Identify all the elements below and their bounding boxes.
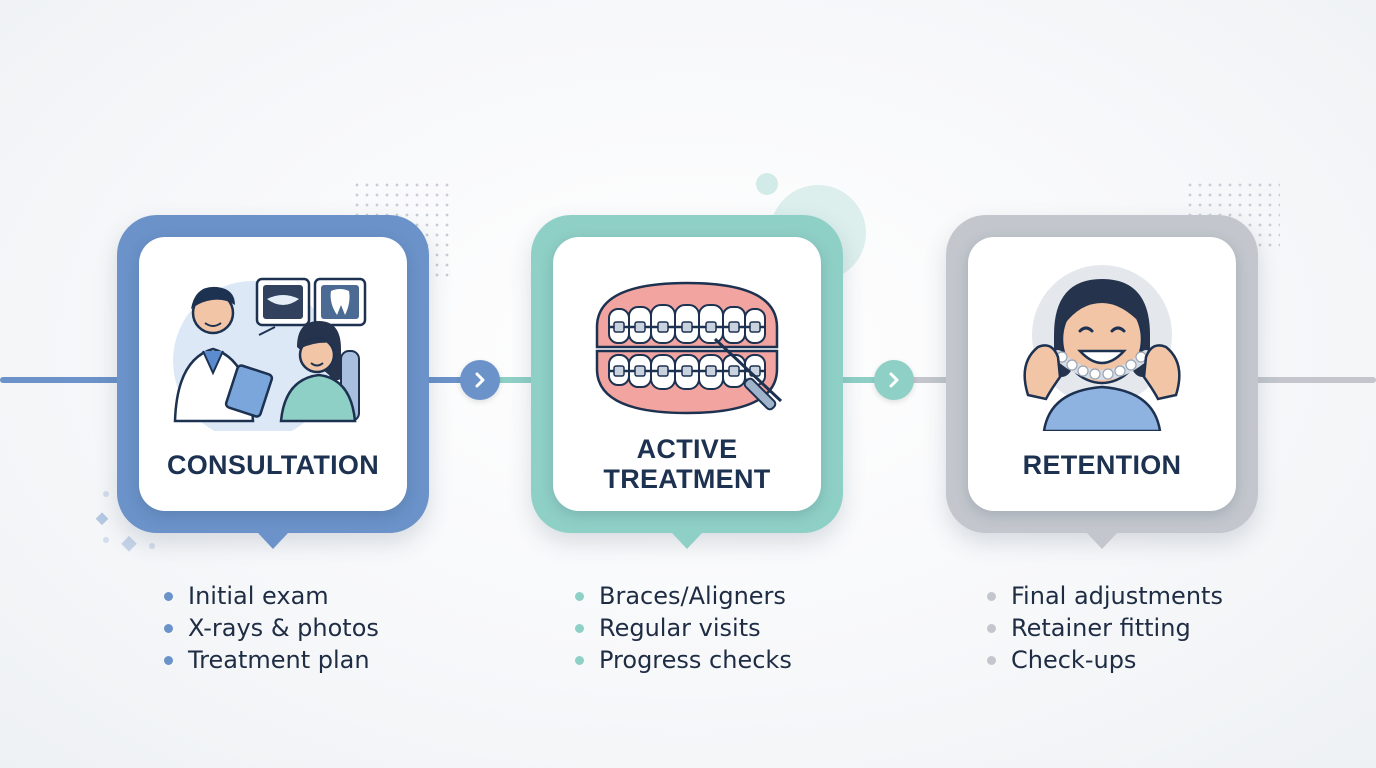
chevron-right-icon: [475, 372, 485, 388]
list-item: X-rays & photos: [164, 612, 379, 644]
bullet-dot: [575, 623, 584, 633]
stage-card-retention[interactable]: RETENTION: [968, 237, 1236, 511]
list-item-text: Check-ups: [1011, 646, 1137, 674]
arrow-active-to-retention[interactable]: [874, 360, 914, 400]
connector-1-2a: [420, 377, 480, 383]
braces-teeth-icon: [595, 281, 783, 415]
retainer-smile-icon: [1023, 265, 1181, 431]
list-item: Retainer fitting: [987, 612, 1223, 644]
dentist-consultation-icon: [173, 277, 367, 431]
list-item-text: Braces/Aligners: [599, 582, 786, 610]
list-item-text: Final adjustments: [1011, 582, 1223, 610]
list-item: Braces/Aligners: [575, 580, 792, 612]
list-item: Regular visits: [575, 612, 792, 644]
list-item-text: Initial exam: [188, 582, 329, 610]
bullet-list-retention: Final adjustments Retainer fitting Check…: [987, 580, 1223, 676]
list-item: Treatment plan: [164, 644, 379, 676]
bullet-dot: [987, 591, 996, 601]
connector-right: [1240, 377, 1376, 383]
bullet-dot: [575, 591, 584, 601]
list-item-text: Treatment plan: [188, 646, 370, 674]
connector-left: [0, 377, 135, 383]
stage-title-consultation: CONSULTATION: [166, 450, 380, 480]
stage-title-active-treatment-line2: TREATMENT: [603, 464, 771, 494]
bullet-list-consultation: Initial exam X-rays & photos Treatment p…: [164, 580, 379, 676]
stage-title-retention: RETENTION: [1022, 450, 1182, 480]
stage-title-active-treatment-line1: ACTIVE: [636, 434, 738, 464]
stage-card-active-treatment[interactable]: ACTIVE TREATMENT: [553, 237, 821, 511]
bullet-dot: [164, 655, 173, 665]
bullet-dot: [164, 591, 173, 601]
stage-frame-retention: RETENTION: [946, 215, 1258, 549]
bullet-dot: [987, 623, 996, 633]
list-item-text: X-rays & photos: [188, 614, 379, 642]
chevron-right-icon: [889, 372, 899, 388]
list-item-text: Progress checks: [599, 646, 792, 674]
bullet-dot: [575, 655, 584, 665]
connector-2-3a: [830, 377, 895, 383]
stage-frame-consultation: CONSULTATION: [117, 215, 429, 549]
connector-1-2b: [480, 377, 550, 383]
list-item-text: Regular visits: [599, 614, 761, 642]
stage-frame-active-treatment: ACTIVE TREATMENT: [531, 215, 843, 549]
arrow-consultation-to-active[interactable]: [460, 360, 500, 400]
list-item: Check-ups: [987, 644, 1223, 676]
bullet-list-active-treatment: Braces/Aligners Regular visits Progress …: [575, 580, 792, 676]
bullet-dot: [987, 655, 996, 665]
decor-bubble-small: [756, 173, 778, 195]
list-item: Final adjustments: [987, 580, 1223, 612]
connector-2-3b: [895, 377, 965, 383]
list-item: Progress checks: [575, 644, 792, 676]
list-item-text: Retainer fitting: [1011, 614, 1191, 642]
list-item: Initial exam: [164, 580, 379, 612]
bullet-dot: [164, 623, 173, 633]
stage-card-consultation[interactable]: CONSULTATION: [139, 237, 407, 511]
decor-sparkles: [95, 491, 155, 552]
